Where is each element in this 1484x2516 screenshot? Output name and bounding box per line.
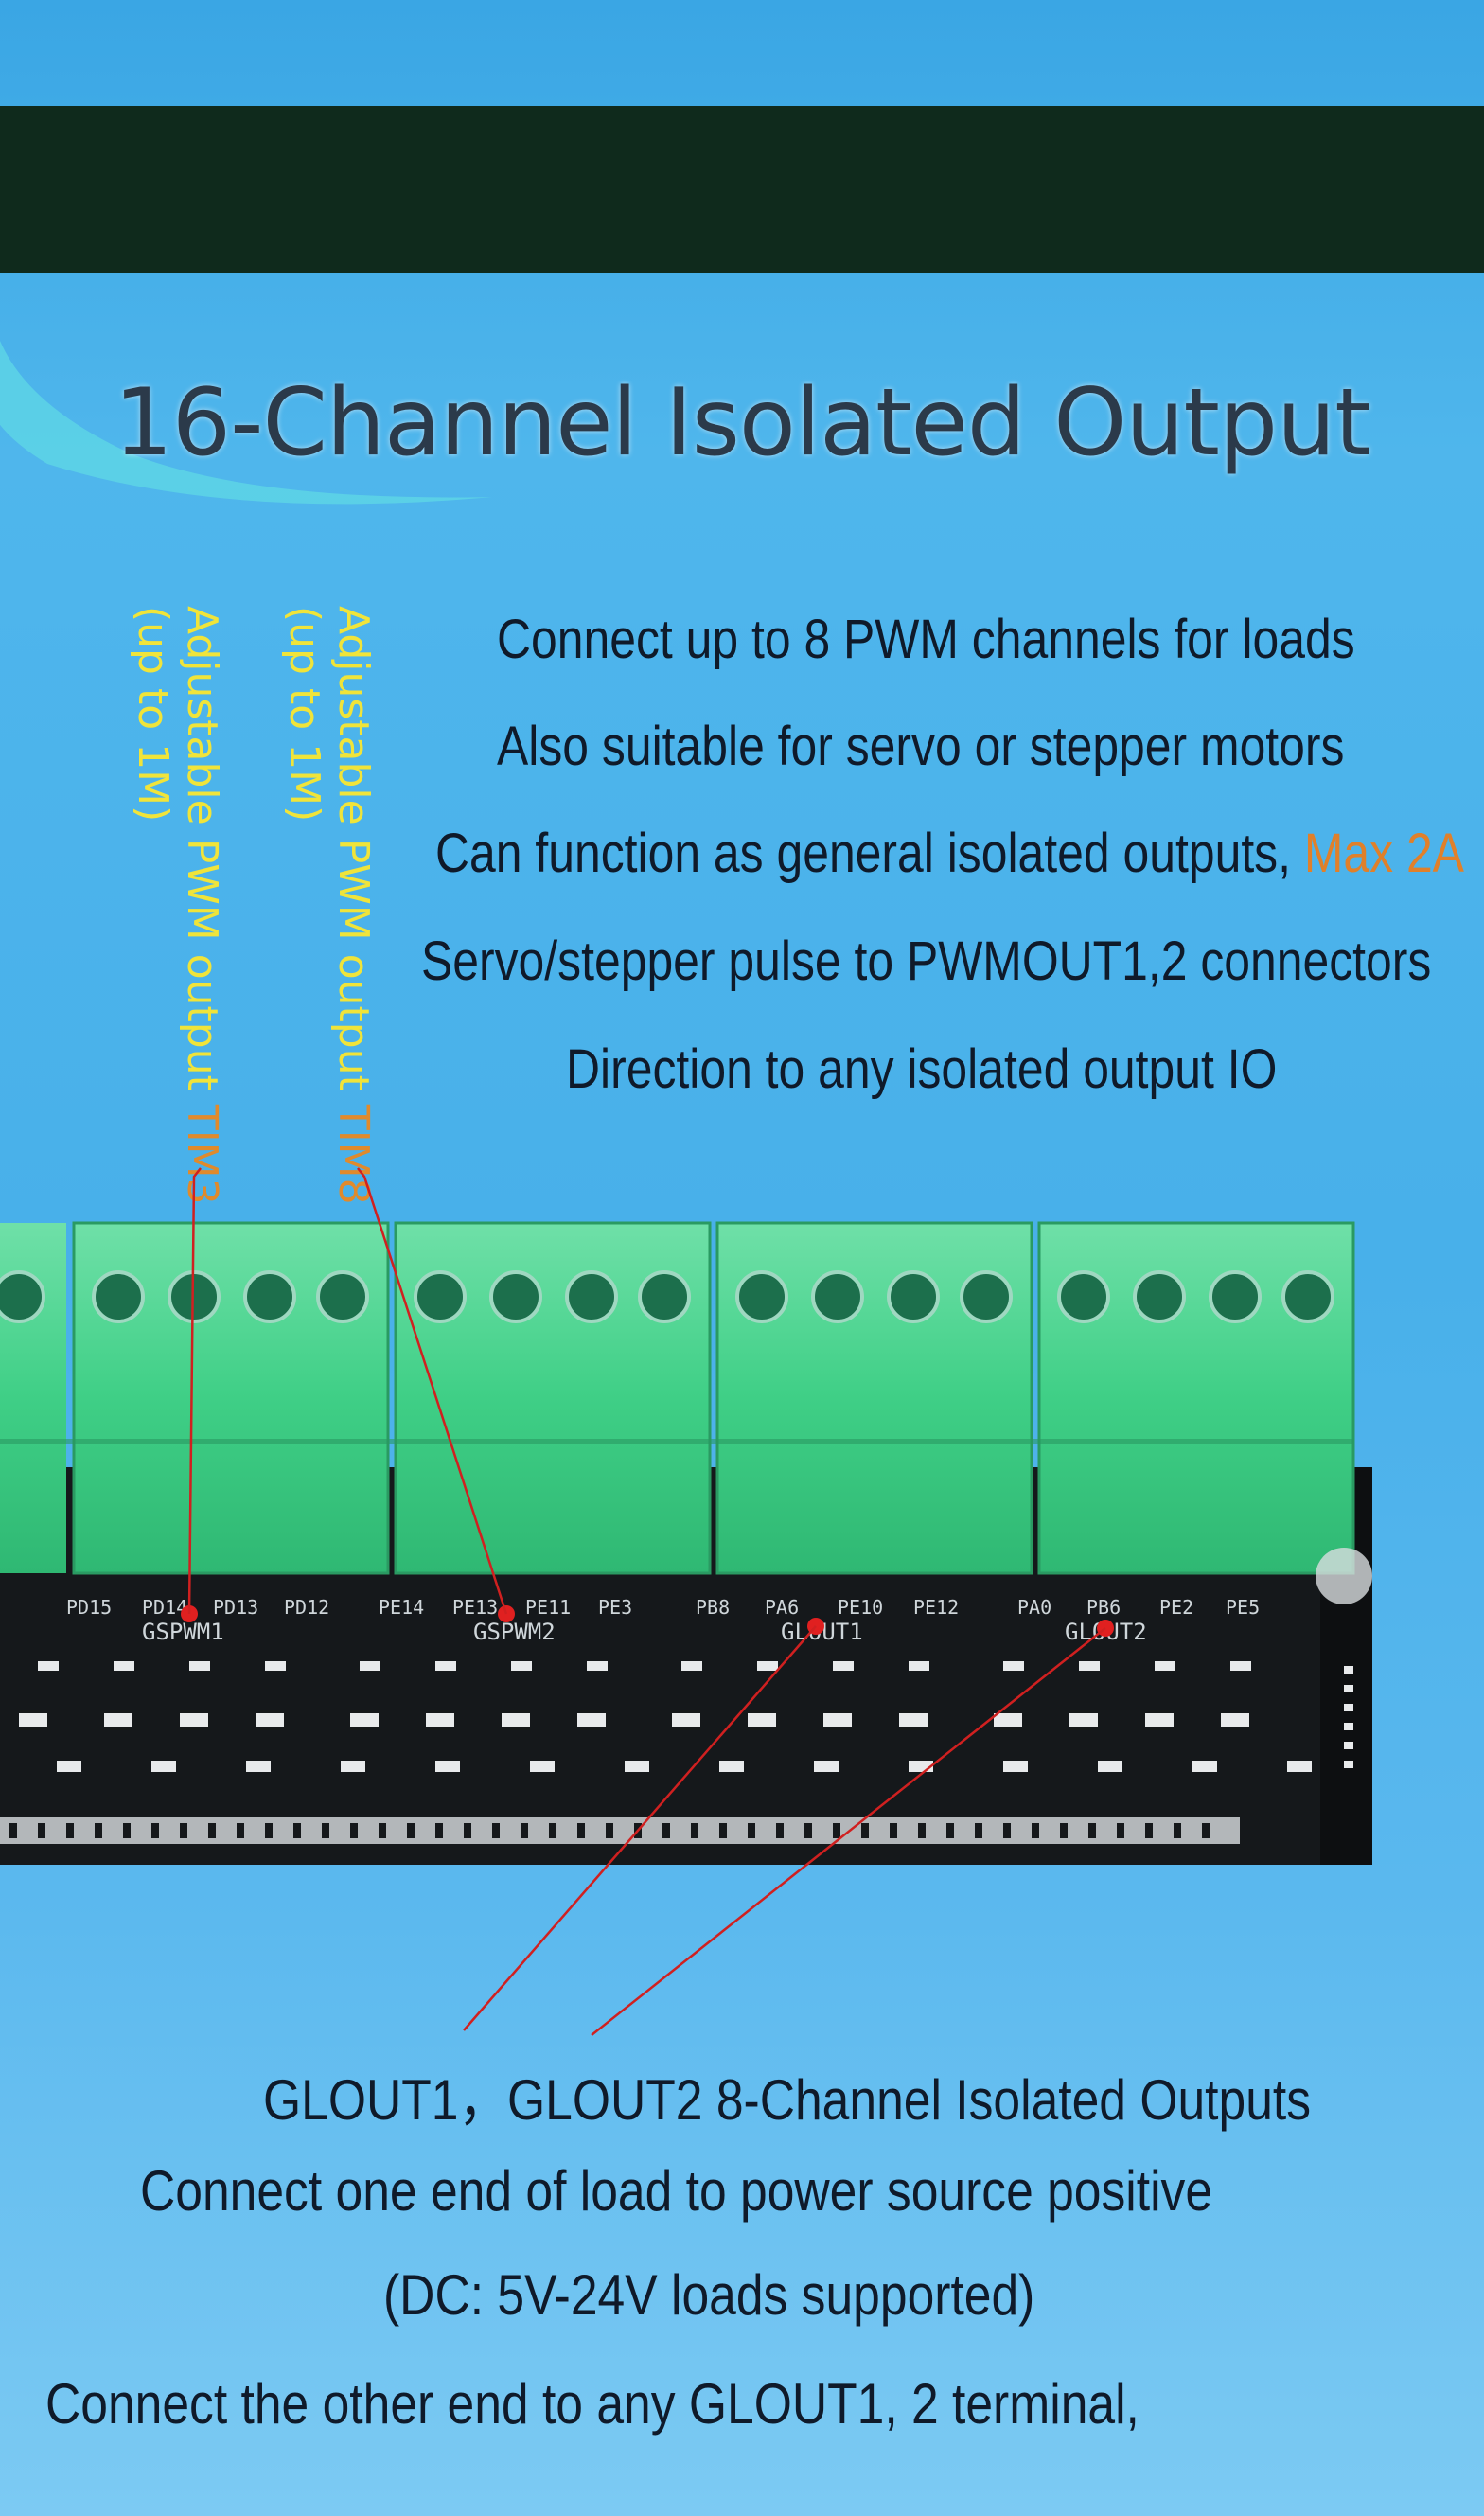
pin-label: PE12 <box>913 1596 959 1619</box>
terminal-screws <box>0 1270 1334 1323</box>
feature-line-2: Also suitable for servo or stepper motor… <box>497 716 1345 777</box>
group-label-gspwm1: GSPWM1 <box>142 1619 224 1645</box>
pin-label: PE13 <box>452 1596 498 1619</box>
pin-label: PD14 <box>142 1596 187 1619</box>
pin-label: PD12 <box>284 1596 329 1619</box>
pin-label: PE3 <box>598 1596 632 1619</box>
pwm-label-tim8-timer: TIM8 <box>329 1104 378 1205</box>
pin-label: PD13 <box>213 1596 258 1619</box>
smd-components <box>19 1661 1312 1772</box>
feature-line-5: Direction to any isolated output IO <box>566 1038 1278 1100</box>
pin-label: PA6 <box>765 1596 799 1619</box>
feature-line-4: Servo/stepper pulse to PWMOUT1,2 connect… <box>421 930 1432 992</box>
bottom-line-1: GLOUT1，GLOUT2 8-Channel Isolated Outputs <box>263 2068 1312 2132</box>
pwm-label-tim8: Adjustable PWM output TIM8 (up to 1M) <box>279 606 378 1205</box>
decorative-swoosh <box>0 341 492 505</box>
pin-label: PE11 <box>525 1596 571 1619</box>
pwm-label-tim8-text: Adjustable PWM output <box>329 606 378 1105</box>
pin-label: PA0 <box>1017 1596 1051 1619</box>
pin-label: PB6 <box>1086 1596 1121 1619</box>
bottom-line-2: Connect one end of load to power source … <box>140 2159 1213 2223</box>
pwm-label-tim8-range: (up to 1M) <box>280 606 328 823</box>
bottom-line-3: (DC: 5V-24V loads supported) <box>383 2263 1035 2327</box>
feature-line-3: Can function as general isolated outputs… <box>435 822 1464 885</box>
max-current-highlight: Max 2A <box>1303 823 1464 884</box>
pwm-label-tim3-timer: TIM3 <box>178 1104 226 1205</box>
pwm-label-tim3-range: (up to 1M) <box>129 606 177 823</box>
pin-label: PD15 <box>66 1596 112 1619</box>
pin-label: PB8 <box>696 1596 730 1619</box>
feature-line-3-text: Can function as general isolated outputs… <box>435 823 1304 884</box>
pin-label: PE2 <box>1159 1596 1193 1619</box>
group-label-gspwm2: GSPWM2 <box>473 1619 556 1645</box>
top-banner <box>0 106 1484 273</box>
pin-label: PE14 <box>379 1596 424 1619</box>
page-title: 16-Channel Isolated Output <box>114 369 1370 477</box>
pin-label: PE5 <box>1226 1596 1260 1619</box>
pwm-label-tim3: Adjustable PWM output TIM3 (up to 1M) <box>128 606 226 1205</box>
pin-label: PE10 <box>838 1596 883 1619</box>
feature-line-1: Connect up to 8 PWM channels for loads <box>497 609 1355 670</box>
bottom-line-4: Connect the other end to any GLOUT1, 2 t… <box>45 2372 1140 2436</box>
side-header-pins <box>1344 1666 1353 1768</box>
pwm-label-tim3-text: Adjustable PWM output <box>178 606 226 1105</box>
terminal-board-photo: PD15 PD14 PD13 PD12 PE14 PE13 PE11 PE3 P… <box>0 1221 1372 1865</box>
